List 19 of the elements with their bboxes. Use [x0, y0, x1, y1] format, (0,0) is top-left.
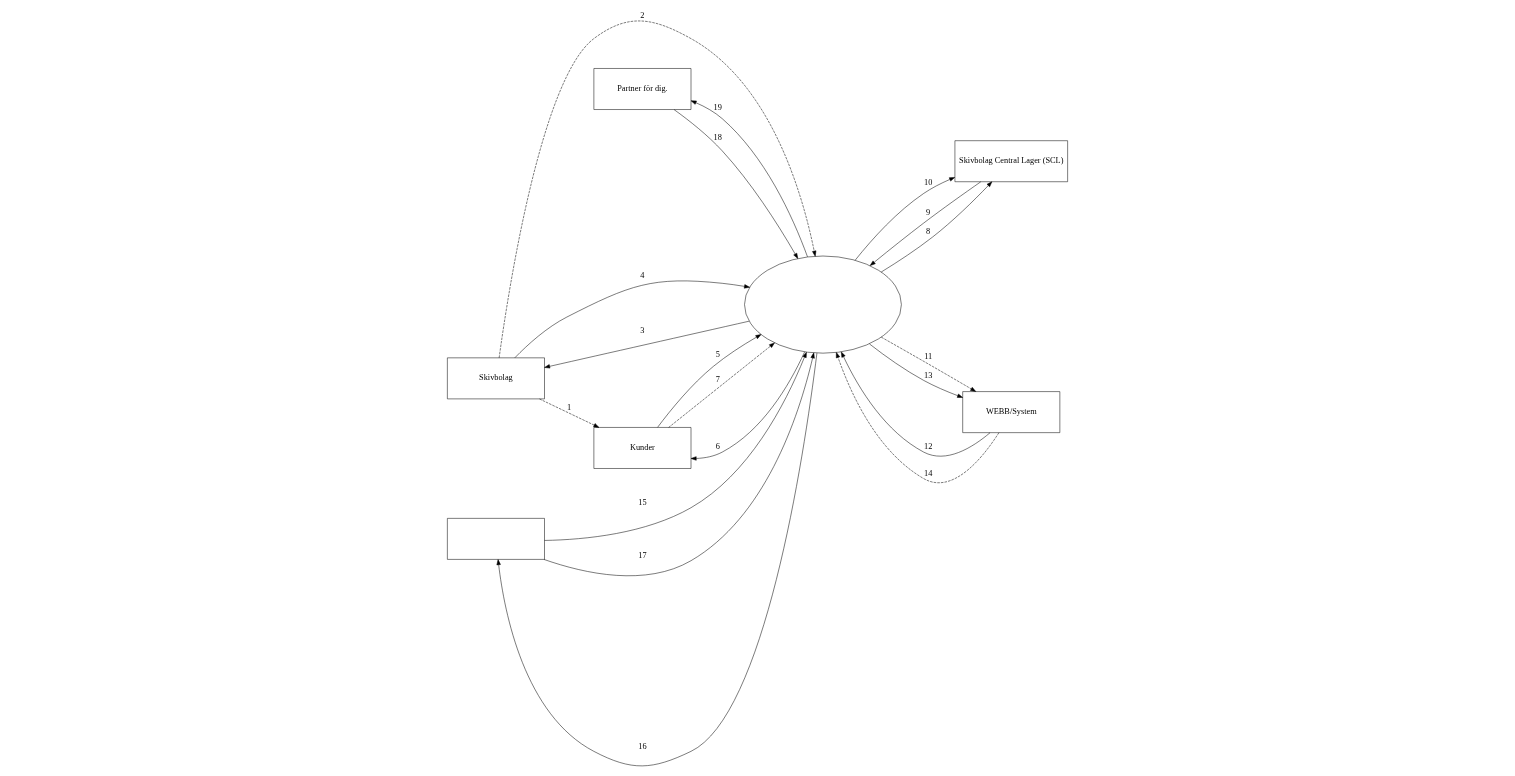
edge-label: 8: [926, 226, 931, 236]
edge-label: 7: [715, 374, 720, 384]
edge-label: 9: [926, 207, 931, 217]
edge-label: 4: [640, 270, 645, 280]
edge-label: 6: [715, 441, 720, 451]
edge-label: 13: [924, 370, 933, 380]
edge-label: 14: [924, 468, 933, 478]
edge-label: 2: [640, 10, 645, 20]
edge-label: 12: [924, 441, 933, 451]
edge-label: 5: [715, 349, 720, 359]
edge-label: 16: [638, 741, 647, 751]
edge-label: 15: [638, 497, 647, 507]
edge-label: 3: [640, 325, 645, 335]
edge-label: 17: [638, 550, 647, 560]
edge-label: 19: [713, 102, 722, 112]
edge-label: 10: [924, 177, 933, 187]
edge-label: 18: [713, 132, 722, 142]
edge-label: 1: [567, 402, 572, 412]
edge-label: 11: [924, 351, 933, 361]
